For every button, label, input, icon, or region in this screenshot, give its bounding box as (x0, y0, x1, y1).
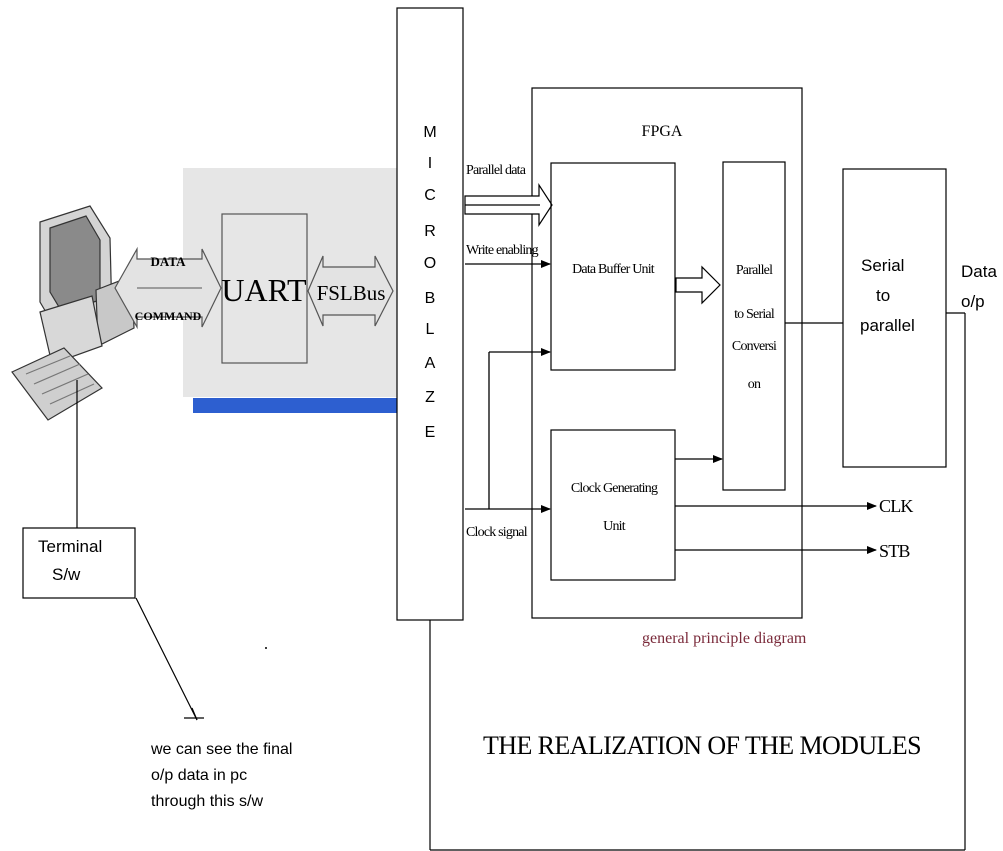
s2p-line: to (876, 286, 890, 305)
microblaze-letter: L (426, 321, 435, 338)
blue-bus-bar (193, 398, 398, 413)
s2p-line: parallel (860, 316, 915, 335)
p2s-line: on (748, 377, 761, 392)
caption-general-principle: general principle diagram (642, 630, 807, 647)
note-line: through this s/w (151, 793, 264, 810)
note-text: we can see the final o/p data in pc thro… (150, 741, 292, 810)
fsl-bus-label: FSLBus (317, 281, 386, 305)
uart-label: UART (221, 272, 307, 308)
clock-gen-line: Unit (603, 519, 626, 534)
microblaze-letter: Z (425, 389, 435, 406)
serial-to-parallel-label: Serial to parallel (860, 256, 915, 335)
clock-gen-line: Clock Generating (571, 481, 658, 496)
microblaze-letter: A (425, 355, 436, 372)
buffer-to-converter-arrow (676, 267, 720, 303)
fpga-label: FPGA (642, 123, 683, 140)
microblaze-letter: M (423, 124, 436, 141)
stb-label: STB (879, 541, 910, 561)
p2s-line: to Serial (734, 307, 775, 322)
clk-label: CLK (879, 496, 913, 516)
microblaze-letter: B (425, 290, 436, 307)
note-line: o/p data in pc (151, 767, 247, 784)
data-op-line: Data (961, 262, 997, 281)
parallel-to-serial-label: Parallel to Serial Conversi on (732, 263, 777, 392)
caption-realization: THE REALIZATION OF THE MODULES (483, 731, 921, 760)
microblaze-letter: E (425, 424, 436, 441)
microblaze-letter: O (424, 255, 436, 272)
parallel-to-serial-block (723, 162, 785, 490)
microblaze-letter: R (424, 223, 436, 240)
note-line: we can see the final (150, 741, 292, 758)
pc-icon (12, 206, 134, 420)
clock-generating-unit-block (551, 430, 675, 580)
p2s-line: Parallel (736, 263, 773, 278)
s2p-line: Serial (861, 256, 904, 275)
command-label: COMMAND (135, 309, 202, 323)
data-op-line: o/p (961, 292, 985, 311)
microblaze-letter: I (428, 155, 432, 172)
terminal-line: Terminal (38, 537, 102, 556)
data-buffer-unit-label: Data Buffer Unit (572, 262, 655, 277)
terminal-line: S/w (52, 565, 81, 584)
p2s-line: Conversi (732, 339, 777, 354)
clock-signal-label: Clock signal (466, 525, 528, 540)
write-enabling-label: Write enabling (466, 243, 539, 258)
microblaze-letter: C (424, 187, 436, 204)
parallel-data-label: Parallel data (466, 163, 527, 178)
data-label: DATA (151, 254, 187, 269)
microblaze-block (397, 8, 463, 620)
